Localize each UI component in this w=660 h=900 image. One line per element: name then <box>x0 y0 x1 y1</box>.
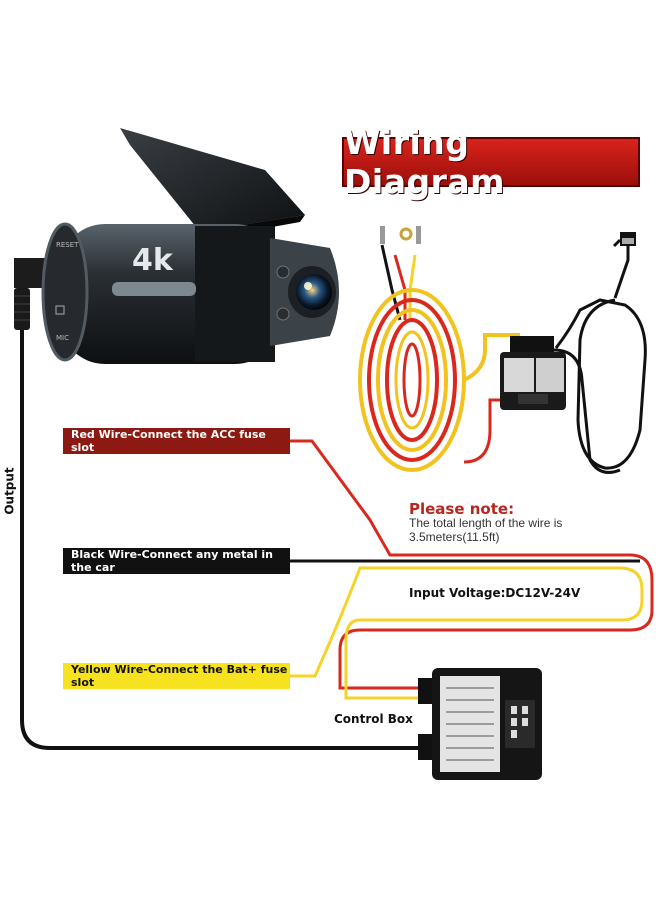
output-label: Output <box>2 467 17 515</box>
output-cable <box>14 258 420 750</box>
yellow-wire-label: Yellow Wire-Connect the Bat+ fuse slot <box>63 663 290 689</box>
mic-label: MIC <box>56 334 69 342</box>
red-wire-label: Red Wire-Connect the ACC fuse slot <box>63 428 290 454</box>
control-box-small-icon <box>500 336 566 410</box>
control-box-label: Control Box <box>334 712 413 726</box>
dashcam-icon: 4k RESET MIC <box>41 128 339 364</box>
usb-c-cable-icon <box>553 232 647 474</box>
note-body: The total length of the wire is 3.5meter… <box>409 516 563 544</box>
hardwire-coil-icon <box>358 226 520 472</box>
red-wire-line <box>290 439 654 690</box>
control-box-icon <box>418 668 542 780</box>
note-heading: Please note: <box>409 500 515 518</box>
input-voltage-label: Input Voltage:DC12V-24V <box>409 586 581 600</box>
yellow-wire-line <box>290 566 644 700</box>
camera-badge: 4k <box>132 243 174 278</box>
diagram-title: Wiring Diagram <box>342 123 640 201</box>
black-wire-label: Black Wire-Connect any metal in the car <box>63 548 290 574</box>
reset-label: RESET <box>56 241 79 249</box>
